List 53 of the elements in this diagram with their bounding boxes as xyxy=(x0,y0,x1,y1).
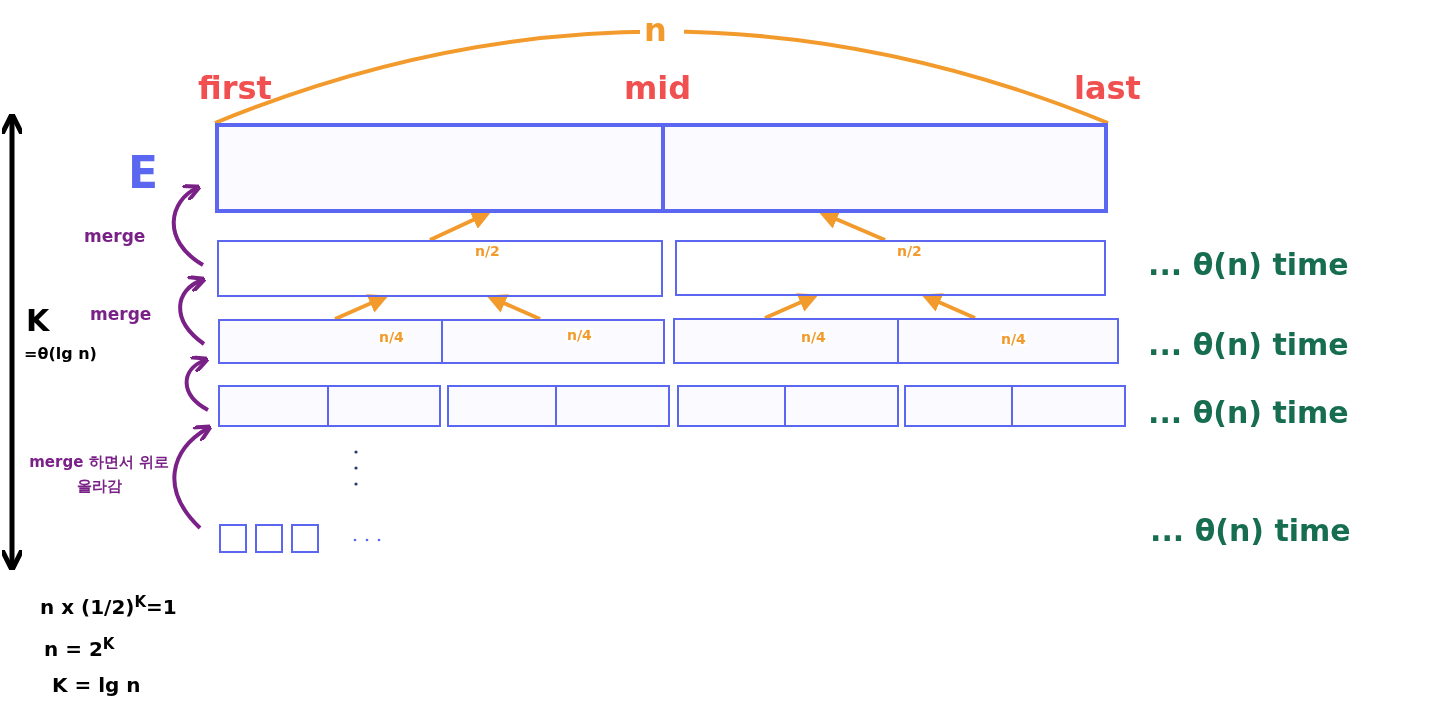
text-label: last xyxy=(1074,68,1141,109)
edge-label: n/4 xyxy=(378,330,405,344)
arrow xyxy=(921,293,976,320)
edge-label: n/2 xyxy=(474,244,501,258)
edge-label: n/2 xyxy=(896,244,923,258)
array-cell xyxy=(443,319,665,364)
edge-label: n/4 xyxy=(1000,332,1027,346)
arrow xyxy=(486,294,541,321)
array-box xyxy=(255,524,283,553)
text-label: ... θ(n) time xyxy=(1148,326,1349,364)
array-box xyxy=(677,385,899,427)
text-label: first xyxy=(198,68,272,109)
arrow xyxy=(764,293,819,320)
array-cell xyxy=(899,318,1119,364)
text-label: n x (1/2)$^{K}$=1 xyxy=(40,592,177,621)
text-label: K xyxy=(26,302,50,340)
array-box xyxy=(217,240,663,297)
array-box xyxy=(219,524,247,553)
array-box xyxy=(215,123,1108,213)
array-cell xyxy=(786,385,899,427)
array-box xyxy=(291,524,319,553)
array-cell xyxy=(329,385,441,427)
array-box xyxy=(218,385,441,427)
array-cell xyxy=(1013,385,1126,427)
text-label: E xyxy=(128,146,159,200)
text-label: K = lg n xyxy=(52,672,141,699)
array-cell xyxy=(447,385,557,427)
array-box xyxy=(447,385,670,427)
text-label: =θ(lg n) xyxy=(24,343,97,365)
array-cell xyxy=(215,123,665,213)
text-label: merge 하면서 위로 올라감 xyxy=(28,452,170,497)
array-cell xyxy=(677,385,786,427)
arrow xyxy=(334,294,389,321)
text-label: ... θ(n) time xyxy=(1150,512,1351,550)
array-cell xyxy=(904,385,1013,427)
text-label: n xyxy=(644,10,667,51)
array-box xyxy=(675,240,1106,296)
array-cell xyxy=(665,123,1108,213)
array-cell xyxy=(218,385,329,427)
edge-label: n/4 xyxy=(800,330,827,344)
text-label: merge xyxy=(84,225,146,248)
text-label: mid xyxy=(624,68,692,109)
text-label: ... θ(n) time xyxy=(1148,246,1349,284)
array-box xyxy=(904,385,1126,427)
text-label: n = 2$^{K}$ xyxy=(44,634,115,663)
array-box xyxy=(673,318,1119,364)
edge-label: n/4 xyxy=(566,328,593,342)
text-label: ... θ(n) time xyxy=(1148,394,1349,432)
array-cell xyxy=(218,319,443,364)
array-cell xyxy=(673,318,899,364)
text-label: merge xyxy=(90,303,152,326)
array-cell xyxy=(557,385,670,427)
array-box xyxy=(218,319,665,364)
